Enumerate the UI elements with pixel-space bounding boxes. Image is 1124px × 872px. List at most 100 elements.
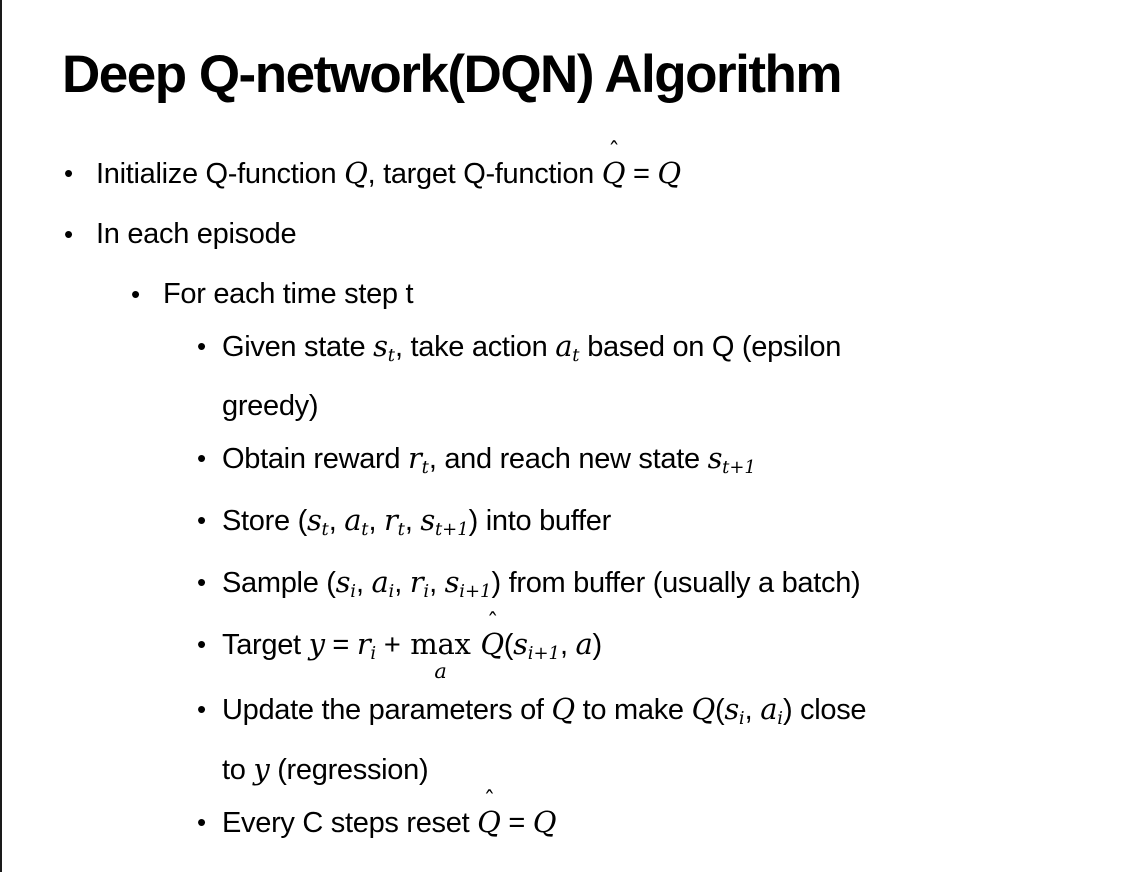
bullet-list: • Initialize Q-function Q, target Q-funct… [0,139,1124,850]
math-base: s [373,329,388,363]
math-subscripted-variable: ri [356,627,377,665]
max-label: max [410,627,471,662]
math-subscripted-variable: at [344,503,369,541]
text-run: , [429,567,445,600]
bullet-marker: • [64,158,73,188]
math-subscript: t+1 [434,519,469,541]
math-base: s [306,503,322,538]
math-base: Q [480,627,504,662]
slide-title: Deep Q-network(DQN) Algorithm [62,45,842,104]
bullet-marker: • [131,279,140,309]
math-variable: Q [532,805,557,840]
text-run: , [328,505,345,538]
text-run: , [404,505,421,538]
math-subscripted-variable: ri [410,565,430,603]
bullet-text: For each time step t [163,278,414,310]
math-base: s [724,692,739,726]
bullet-text: In each episode [96,218,297,250]
bullet-item: •Given state st, take action at based on… [0,321,1124,431]
math-subscripted-variable: rt [408,441,429,478]
math-base: r [408,441,422,476]
math-variable: Q [551,692,575,726]
slide-edge-line [0,0,2,872]
text-run: Update the parameters of [222,694,552,726]
bullet-marker: • [197,331,206,361]
math-subscript: t+1 [722,457,756,479]
text-run: , take action [394,331,556,363]
text-run: + [376,629,409,662]
bullet-text: Sample (si, ai, ri, si+1) from buffer (u… [222,565,861,603]
text-run: = [324,629,357,662]
math-subscripted-variable: si [335,565,356,603]
math-base: s [335,565,351,600]
text-run: based on Q (epsilon [579,331,842,363]
text-run: Sample ( [222,567,336,600]
math-base: a [555,329,573,363]
math-variable: Q [344,156,368,190]
text-run: ( [503,629,514,662]
text-run: In each episode [96,218,297,250]
math-subscript: i [423,581,430,603]
hat-accent: ˆ [483,786,496,814]
math-variable: y [253,752,270,787]
bullet-item: •Store (st, at, rt, st+1) into buffer [0,495,1124,555]
math-subscripted-variable: st [373,329,395,367]
math-subscript: i [388,581,395,603]
math-variable: Q [657,156,681,190]
bullet-item: • Update the parameters of Q to make Q(si… [0,684,1124,795]
math-subscripted-variable: rt [384,503,405,541]
text-run: Obtain reward [222,443,408,476]
text-run: Every C steps reset [222,807,478,840]
text-run: ) from buffer (usually a batch) [491,567,861,600]
math-subscript: t [387,345,395,367]
text-run: , [394,567,410,600]
math-subscripted-variable: st+1 [708,441,756,479]
text-run: Given state [222,331,374,363]
bullet-item: • Obtain reward rt, and reach new state s… [0,433,1124,493]
math-subscripted-variable: si+1 [445,565,492,603]
text-run: ) close [782,694,867,726]
bullet-marker: • [197,807,206,838]
math-base: Q [601,156,626,190]
text-run: , target Q-function [367,158,602,190]
text-run: For each time step t [163,278,414,310]
bullet-text: Update the parameters of Q to make Q(si,… [222,692,867,787]
text-run: = [500,807,533,840]
text-run [473,629,481,661]
math-variable: a [575,627,593,662]
math-base: Q [477,805,501,840]
hat-accent: ˆ [608,137,620,165]
math-subscript: i [350,581,356,603]
math-subscript: i+1 [459,581,492,603]
bullet-text: Given state st, take action at based on … [222,329,842,423]
math-subscript: t [361,519,369,541]
math-subscripted-variable: at [555,329,580,367]
math-base: r [356,627,371,662]
text-run: ) [592,629,603,662]
math-subscript: t [397,519,405,541]
math-subscript: i [370,643,377,665]
bullet-marker: • [197,505,206,536]
bullet-text: Initialize Q-function Q, target Q-functi… [96,139,681,190]
math-variable: Q [691,692,715,726]
bullet-text: Store (st, at, rt, st+1) into buffer [222,503,611,541]
math-subscript: t [572,345,580,367]
math-subscripted-variable: st+1 [420,503,469,541]
math-base: a [760,692,778,726]
bullet-marker: • [197,443,206,474]
bullet-item: •Sample (si, ai, ri, si+1) from buffer (… [0,557,1124,617]
bullet-marker: • [197,694,206,724]
text-run: Target [222,629,309,662]
text-run: greedy) [222,390,319,423]
bullet-text: Obtain reward rt, and reach new state st… [222,441,756,479]
bullet-marker: • [64,219,73,249]
bullet-marker: • [197,567,206,598]
hat-accent: ˆ [486,608,499,636]
